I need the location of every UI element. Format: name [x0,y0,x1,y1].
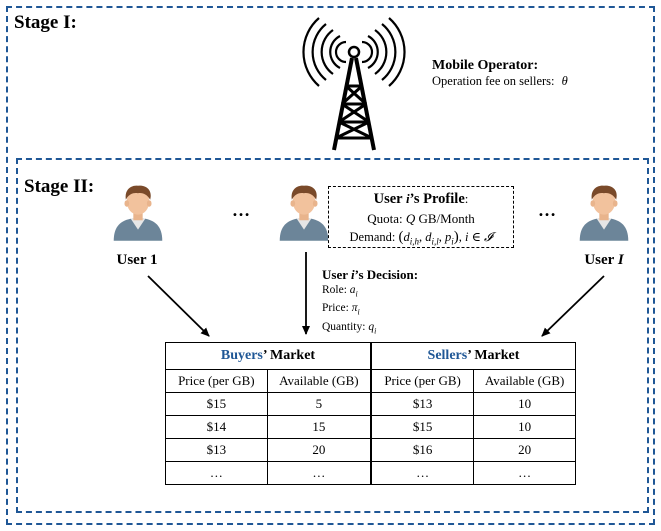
seller-available-cell: 10 [473,415,576,439]
profile-title-prefix: User [373,191,406,207]
sellers-market-header: Sellers’ Market [370,342,576,370]
sellers-suffix: ’ Market [467,348,520,363]
user-1-label: User 1 [116,252,158,268]
seller-price-cell: $15 [370,415,475,439]
table-row: $15 5 $13 10 [165,392,576,416]
user-decision: User i’s Decision: Role: ai Price: πi Qu… [322,267,419,339]
seller-price-cell: … [370,461,475,485]
profile-title-colon: : [464,191,469,206]
table-row: $14 15 $15 10 [165,415,576,439]
seller-price-cell: $13 [370,392,475,416]
arrow-userI-to-market [541,275,605,337]
sellers-word: Sellers [427,348,468,363]
buyer-price-cell: $15 [165,392,268,416]
buyers-price-col: Price (per GB) [165,369,268,393]
profile-title-suffix: ’s Profile [409,191,465,207]
buyers-market-header: Buyers’ Market [164,342,372,370]
table-row: $13 20 $16 20 [165,438,576,462]
buyer-available-cell: … [266,461,372,485]
sellers-price-col: Price (per GB) [370,369,475,393]
buyers-word: Buyers [220,348,263,363]
decision-quantity: Quantity: qi [322,321,377,336]
operator-info: Mobile Operator: Operation fee on seller… [432,58,568,89]
stage-1-title: Stage I: [14,12,77,33]
buyer-price-cell: $13 [165,438,268,462]
seller-price-cell: $16 [370,438,475,462]
market-column-row: Price (per GB) Available (GB) Price (per… [165,369,576,393]
profile-quota: Quota: Q GB/Month [329,209,513,228]
buyers-suffix: ’ Market [262,348,316,363]
buyer-price-cell: $14 [165,415,268,439]
user-last-label: User I [574,252,634,269]
profile-title-var: i [405,191,410,206]
buyer-available-cell: 20 [266,438,372,462]
buyer-price-cell: … [165,461,268,485]
buyer-available-cell: 15 [266,415,372,439]
user-profile-box: User i’s Profile: Quota: Q GB/Month Dema… [328,186,514,248]
stage-2-panel [16,158,649,513]
operator-fee-symbol: θ [561,74,568,88]
buyers-available-col: Available (GB) [266,369,372,393]
seller-available-cell: 10 [473,392,576,416]
decision-role: Role: ai [322,283,358,298]
user-last-label-prefix: User [584,252,618,268]
profile-quota-suffix: GB/Month [415,211,475,226]
profile-quota-prefix: Quota: [367,211,406,226]
operator-title: Mobile Operator: [432,58,539,73]
operator-fee: Operation fee on sellers: θ [432,74,568,89]
seller-available-cell: … [473,461,576,485]
arrow-user1-to-market [147,275,210,337]
ellipsis-left: … [232,200,251,220]
seller-available-cell: 20 [473,438,576,462]
table-row: … … … … [165,461,576,485]
profile-demand: Demand: (di,h, di,l, pi), i ∈ 𝓘 [349,229,493,247]
stage-1-panel [6,6,655,525]
cell-tower-icon [302,17,406,151]
buyer-available-cell: 5 [266,392,372,416]
decision-price: Price: πi [322,302,360,317]
market-table: Buyers’ Market Sellers’ Market Price (pe… [164,342,576,485]
market-header-row: Buyers’ Market Sellers’ Market [164,342,576,370]
stage-2-title: Stage II: [24,176,95,197]
ellipsis-right: … [538,200,557,220]
user-last-label-var: I [617,252,624,268]
operator-fee-text: Operation fee on sellers: [432,74,555,88]
decision-title: User i’s Decision: [322,267,419,282]
profile-title: User i’s Profile: [329,189,513,209]
sellers-available-col: Available (GB) [473,369,576,393]
profile-quota-var: Q [405,211,416,226]
